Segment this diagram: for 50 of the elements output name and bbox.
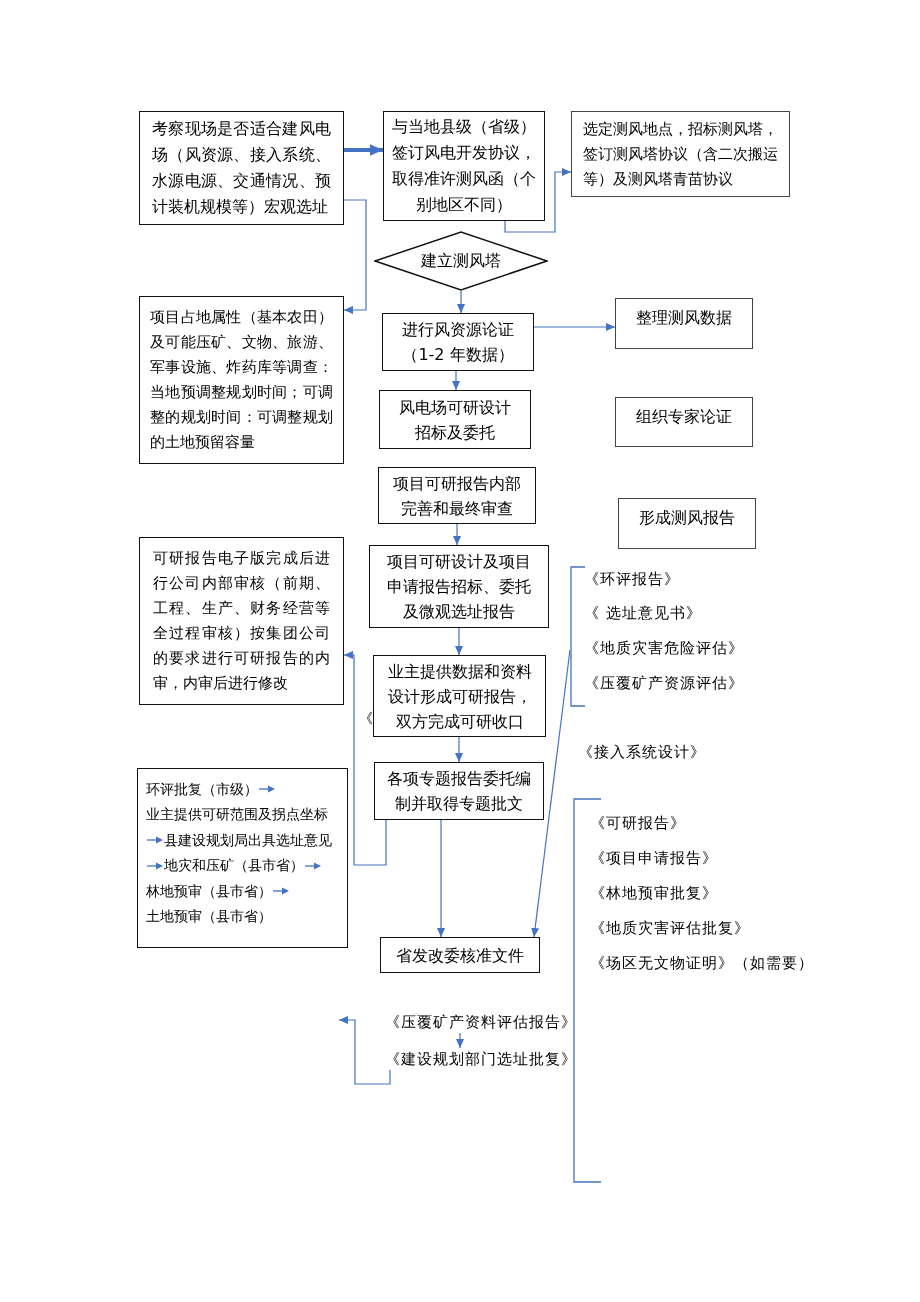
arrow [343, 199, 367, 315]
document-title: 《林地预审批复》 [590, 883, 718, 904]
process-box: 业主提供数据和资料设计形成可研报告，双方完成可研收口 [373, 655, 546, 737]
document-title: 《压覆矿产资源评估》 [584, 673, 744, 694]
process-box: 进行风资源论证（1-2 年数据） [382, 313, 534, 371]
process-box: 整理测风数据 [615, 298, 753, 349]
process-box [137, 768, 348, 948]
arrow [451, 370, 461, 391]
arrow [436, 819, 446, 938]
document-title: 《建设规划部门选址批复》 [385, 1048, 575, 1070]
arrow [455, 1032, 465, 1049]
document-title: 《场区无文物证明》（如需要） [590, 953, 814, 974]
arrow [452, 523, 462, 546]
process-box: 与当地县级（省级）签订风电开发协议，取得准许测风函（个别地区不同） [383, 111, 545, 221]
process-box: 组织专家论证 [615, 397, 753, 447]
step-text: 业主提供可研范围及拐点坐标 [146, 805, 328, 824]
document-title: 《接入系统设计》 [578, 742, 706, 763]
arrow [344, 144, 383, 156]
quote-mark: 《 [359, 709, 374, 728]
arrow [343, 650, 387, 866]
arrow [504, 167, 572, 233]
process-box: 各项专题报告委托编制并取得专题批文 [374, 762, 544, 820]
document-title: 《地质灾害危险评估》 [584, 638, 744, 659]
document-title: 《地质灾害评估批复》 [590, 918, 750, 939]
process-box: 项目占地属性（基本农田）及可能压矿、文物、旅游、军事设施、炸药库等调查：当地预调整规划时间；可调整的规划时间：可调整规划的土地预留容量 [139, 296, 344, 464]
step-text: 林地预审（县市省） [146, 881, 272, 901]
process-box: 考察现场是否适合建风电场（风资源、接入系统、水源电源、交通情况、预计装机规模等）宏观选址 [139, 111, 344, 225]
arrow [338, 1015, 391, 1085]
process-box: 省发改委核准文件 [380, 937, 540, 973]
arrow [454, 627, 464, 656]
step-text: 环评批复（市级） [146, 779, 258, 799]
arrow [454, 736, 464, 763]
step-text: 地灾和压矿（县市省） [164, 856, 304, 875]
process-box: 选定测风地点，招标测风塔，签订测风塔协议（含二次搬运等）及测风塔青苗协议 [571, 111, 790, 197]
process-box: 形成测风报告 [618, 498, 756, 549]
process-box: 项目可研设计及项目申请报告招标、委托及微观选址报告 [369, 545, 549, 628]
arrow [456, 290, 466, 314]
step-text: 县建设规划局出具选址意见 [164, 830, 332, 850]
process-box: 可研报告电子版完成后进行公司内部审核（前期、工程、生产、财务经营等全过程审核）按集团公司的要求进行可研报告的内审，内审后进行修改 [139, 537, 344, 705]
process-box: 项目可研报告内部完善和最终审查 [378, 467, 536, 524]
step-text: 土地预审（县市省） [146, 907, 272, 926]
document-title: 《可研报告》 [590, 813, 686, 834]
process-box: 风电场可研设计招标及委托 [379, 390, 531, 449]
arrow [531, 649, 571, 938]
document-title: 《压覆矿产资料评估报告》 [385, 1011, 575, 1033]
arrow [533, 322, 616, 332]
document-title: 《 选址意见书》 [584, 603, 702, 624]
document-title: 《环评报告》 [584, 569, 680, 590]
document-title: 《项目申请报告》 [590, 848, 718, 869]
decision-diamond: 建立测风塔 [374, 231, 548, 291]
